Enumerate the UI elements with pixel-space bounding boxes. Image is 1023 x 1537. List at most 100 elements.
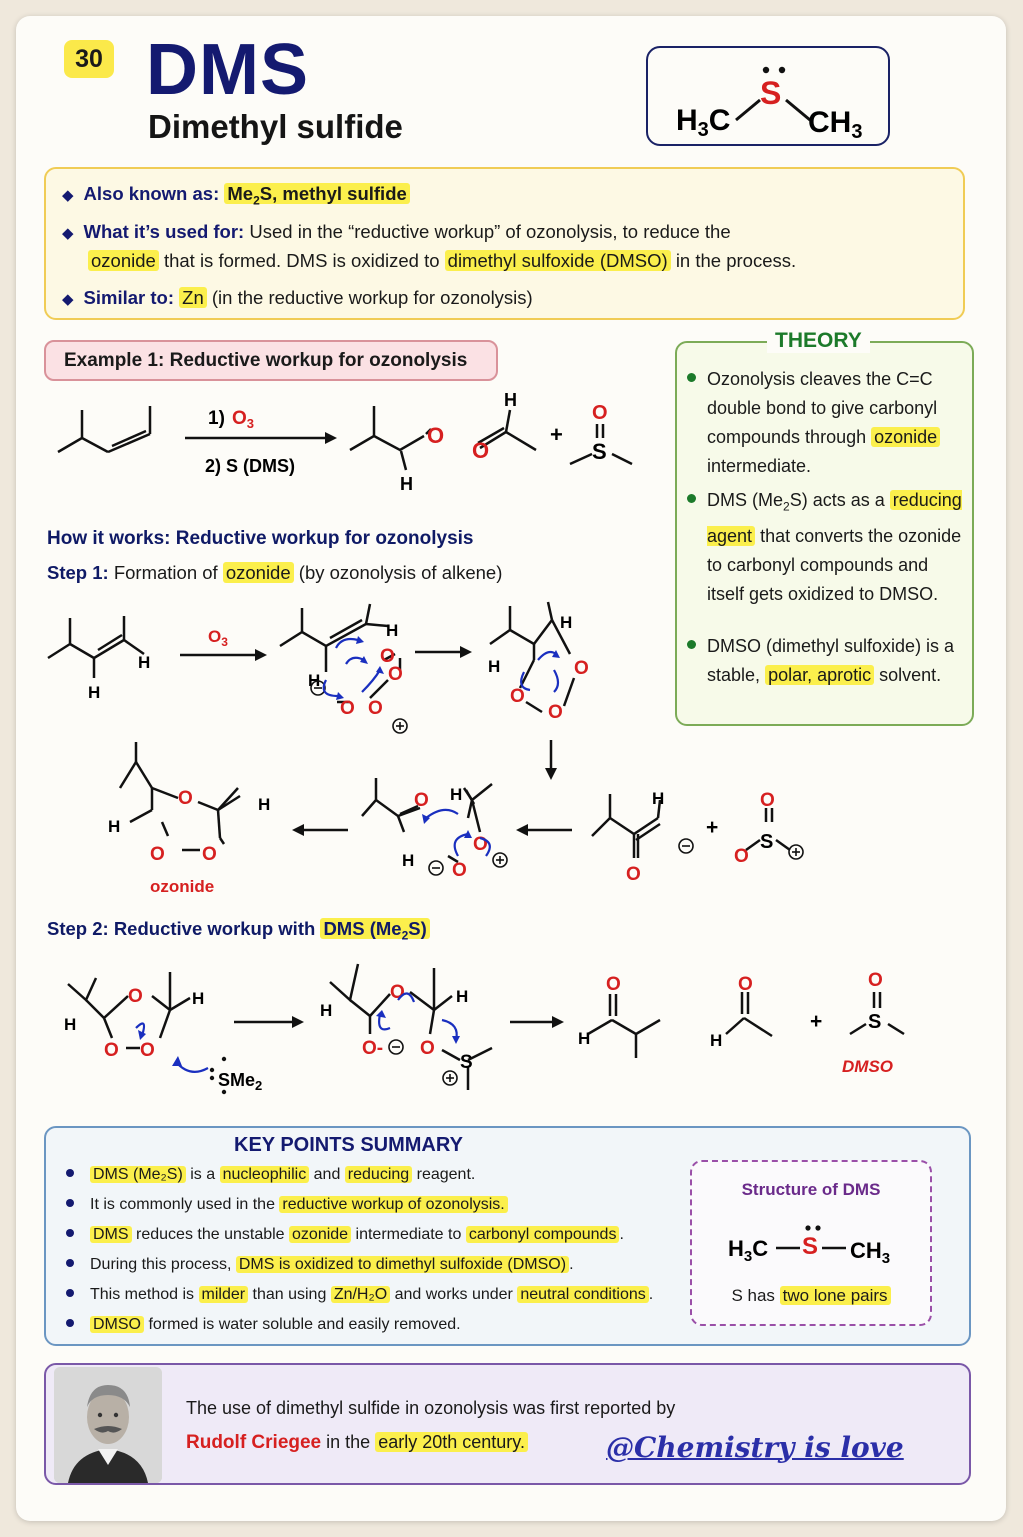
- svg-text:O: O: [202, 844, 217, 865]
- svg-text:O: O: [548, 702, 563, 723]
- bullet-dot-icon: [66, 1288, 74, 1297]
- page-subtitle: Dimethyl sulfide: [148, 108, 403, 145]
- dmso-label: DMSO: [842, 1057, 893, 1076]
- criegee-portrait-image: [54, 1367, 162, 1483]
- svg-text:O: O: [452, 860, 467, 881]
- example-reaction-svg: 1) O3 2) S (DMS) O H H O + O S: [57, 390, 633, 494]
- dms-structure-box: H3C S CH3: [646, 46, 890, 146]
- step-1-line: Step 1: Formation of ozonide (by ozonoly…: [47, 562, 503, 583]
- dms-structure-svg: H3C S CH3: [676, 66, 862, 143]
- step-2-mechanism-svg: O H H O O SMe2 O H H O- O S O H O H + O …: [64, 963, 905, 1095]
- page-number-badge: 30: [64, 40, 114, 78]
- svg-text:H: H: [504, 390, 517, 410]
- key-point-1: DMS (Me₂S) is a nucleophilic and reducin…: [66, 1163, 475, 1187]
- svg-text:S: S: [802, 1233, 818, 1260]
- also-known-line: ◆Also known as: Me2S, methyl sulfide: [62, 181, 410, 214]
- svg-text:O: O: [390, 982, 405, 1003]
- theory-title: THEORY: [767, 329, 870, 353]
- svg-text:O: O: [420, 1038, 435, 1059]
- svg-text:+: +: [706, 816, 718, 839]
- step-1-mechanism-svg: H H O3 H H O O O O H H O O O: [47, 601, 589, 734]
- key-points-title: KEY POINTS SUMMARY: [234, 1134, 463, 1156]
- bullet-dot-icon: [66, 1198, 74, 1207]
- bullet-dot-icon: [66, 1258, 74, 1267]
- bullet-dot-icon: [66, 1228, 74, 1237]
- diamond-bullet-icon: ◆: [62, 225, 74, 242]
- svg-text:+: +: [810, 1010, 822, 1033]
- svg-text:O: O: [340, 698, 355, 719]
- portrait-figure-icon: [54, 1367, 162, 1483]
- svg-text:H3C: H3C: [728, 1236, 768, 1265]
- theory-item-1: Ozonolysis cleaves the C=C double bond t…: [687, 365, 967, 481]
- svg-text:H: H: [710, 1031, 722, 1050]
- svg-text:O: O: [510, 686, 525, 707]
- svg-text:O: O: [626, 864, 641, 885]
- svg-text:1): 1): [208, 408, 225, 429]
- similar-line: ◆Similar to: Zn (in the reductive workup…: [62, 287, 533, 308]
- example-title: Example 1: Reductive workup for ozonolys…: [44, 340, 498, 381]
- used-for-line: ◆What it’s used for: Used in the “reduct…: [62, 221, 731, 242]
- svg-text:H: H: [108, 817, 120, 836]
- key-point-6: DMSO formed is water soluble and easily …: [66, 1313, 461, 1337]
- svg-text:O: O: [472, 438, 489, 463]
- footer-box: The use of dimethyl sulfide in ozonolysi…: [44, 1363, 971, 1485]
- how-it-works-title: How it works: Reductive workup for ozono…: [47, 528, 474, 549]
- info-box: ◆Also known as: Me2S, methyl sulfide ◆Wh…: [44, 167, 965, 320]
- svg-text:O: O: [380, 646, 395, 667]
- svg-text:+: +: [550, 422, 563, 447]
- key-point-3: DMS reduces the unstable ozonide interme…: [66, 1223, 624, 1247]
- svg-text:S: S: [592, 439, 607, 464]
- theory-box: THEORY Ozonolysis cleaves the C=C double…: [675, 329, 974, 726]
- svg-text:H: H: [138, 653, 150, 672]
- svg-text:O: O: [150, 844, 165, 865]
- key-point-5: This method is milder than using Zn/H₂O …: [66, 1283, 653, 1307]
- used-for-line-2: ozonide that is formed. DMS is oxidized …: [88, 248, 796, 274]
- h3c-label: H3C: [676, 104, 730, 141]
- step-1-mechanism-row2-svg: O H H O O ozonide O H H O O H O + O S O: [108, 740, 804, 896]
- key-point-4: During this process, DMS is oxidized to …: [66, 1253, 574, 1277]
- key-point-2: It is commonly used in the reductive wor…: [66, 1193, 508, 1217]
- reagent-2: 2) S (DMS): [205, 456, 295, 476]
- svg-text:O: O: [592, 402, 608, 424]
- theory-item-2: DMS (Me2S) acts as a reducing agent that…: [687, 486, 967, 609]
- svg-text:O: O: [427, 423, 444, 448]
- key-points-box: KEY POINTS SUMMARY DMS (Me₂S) is a nucle…: [44, 1126, 971, 1346]
- diamond-bullet-icon: ◆: [62, 187, 74, 204]
- diamond-bullet-icon: ◆: [62, 291, 74, 308]
- footer-text-line-2: Rudolf Criegee in the early 20th century…: [186, 1432, 528, 1454]
- svg-text:H: H: [456, 987, 468, 1006]
- step-2-line: Step 2: Reductive workup with DMS (Me2S): [47, 918, 430, 943]
- footer-text-line-1: The use of dimethyl sulfide in ozonolysi…: [186, 1398, 676, 1418]
- bullet-dot-icon: [66, 1318, 74, 1327]
- svg-text:O: O: [868, 970, 883, 991]
- svg-text:O: O: [414, 790, 429, 811]
- svg-text:S: S: [868, 1011, 881, 1033]
- svg-text:H: H: [258, 795, 270, 814]
- ch3-label: CH3: [808, 106, 862, 143]
- svg-text:O-: O-: [362, 1038, 383, 1059]
- svg-text:O: O: [738, 974, 753, 995]
- theory-item-3: DMSO (dimethyl sulfoxide) is a stable, p…: [687, 632, 967, 690]
- svg-text:H: H: [192, 989, 204, 1008]
- dms-small-structure-svg: H3C S CH3: [728, 1225, 890, 1267]
- ozonide-label: ozonide: [150, 877, 214, 896]
- svg-text:H: H: [386, 621, 398, 640]
- bullet-dot-icon: [66, 1168, 74, 1177]
- svg-text:H: H: [320, 1001, 332, 1020]
- svg-text:H: H: [64, 1015, 76, 1034]
- svg-text:O: O: [606, 974, 621, 995]
- page-number: 30: [75, 44, 103, 73]
- svg-text:H: H: [400, 474, 413, 494]
- svg-text:H: H: [450, 785, 462, 804]
- svg-text:CH3: CH3: [850, 1238, 890, 1267]
- svg-text:O: O: [388, 664, 403, 685]
- svg-text:O: O: [574, 658, 589, 679]
- sulfur-label: S: [760, 75, 781, 111]
- svg-text:SMe2: SMe2: [218, 1070, 262, 1093]
- svg-text:O: O: [128, 986, 143, 1007]
- also-known-value: Me2S, methyl sulfide: [224, 183, 410, 208]
- svg-text:O: O: [734, 846, 749, 867]
- signature: @Chemistry is love: [606, 1431, 904, 1464]
- svg-text:O3: O3: [232, 408, 254, 431]
- svg-text:O: O: [140, 1040, 155, 1061]
